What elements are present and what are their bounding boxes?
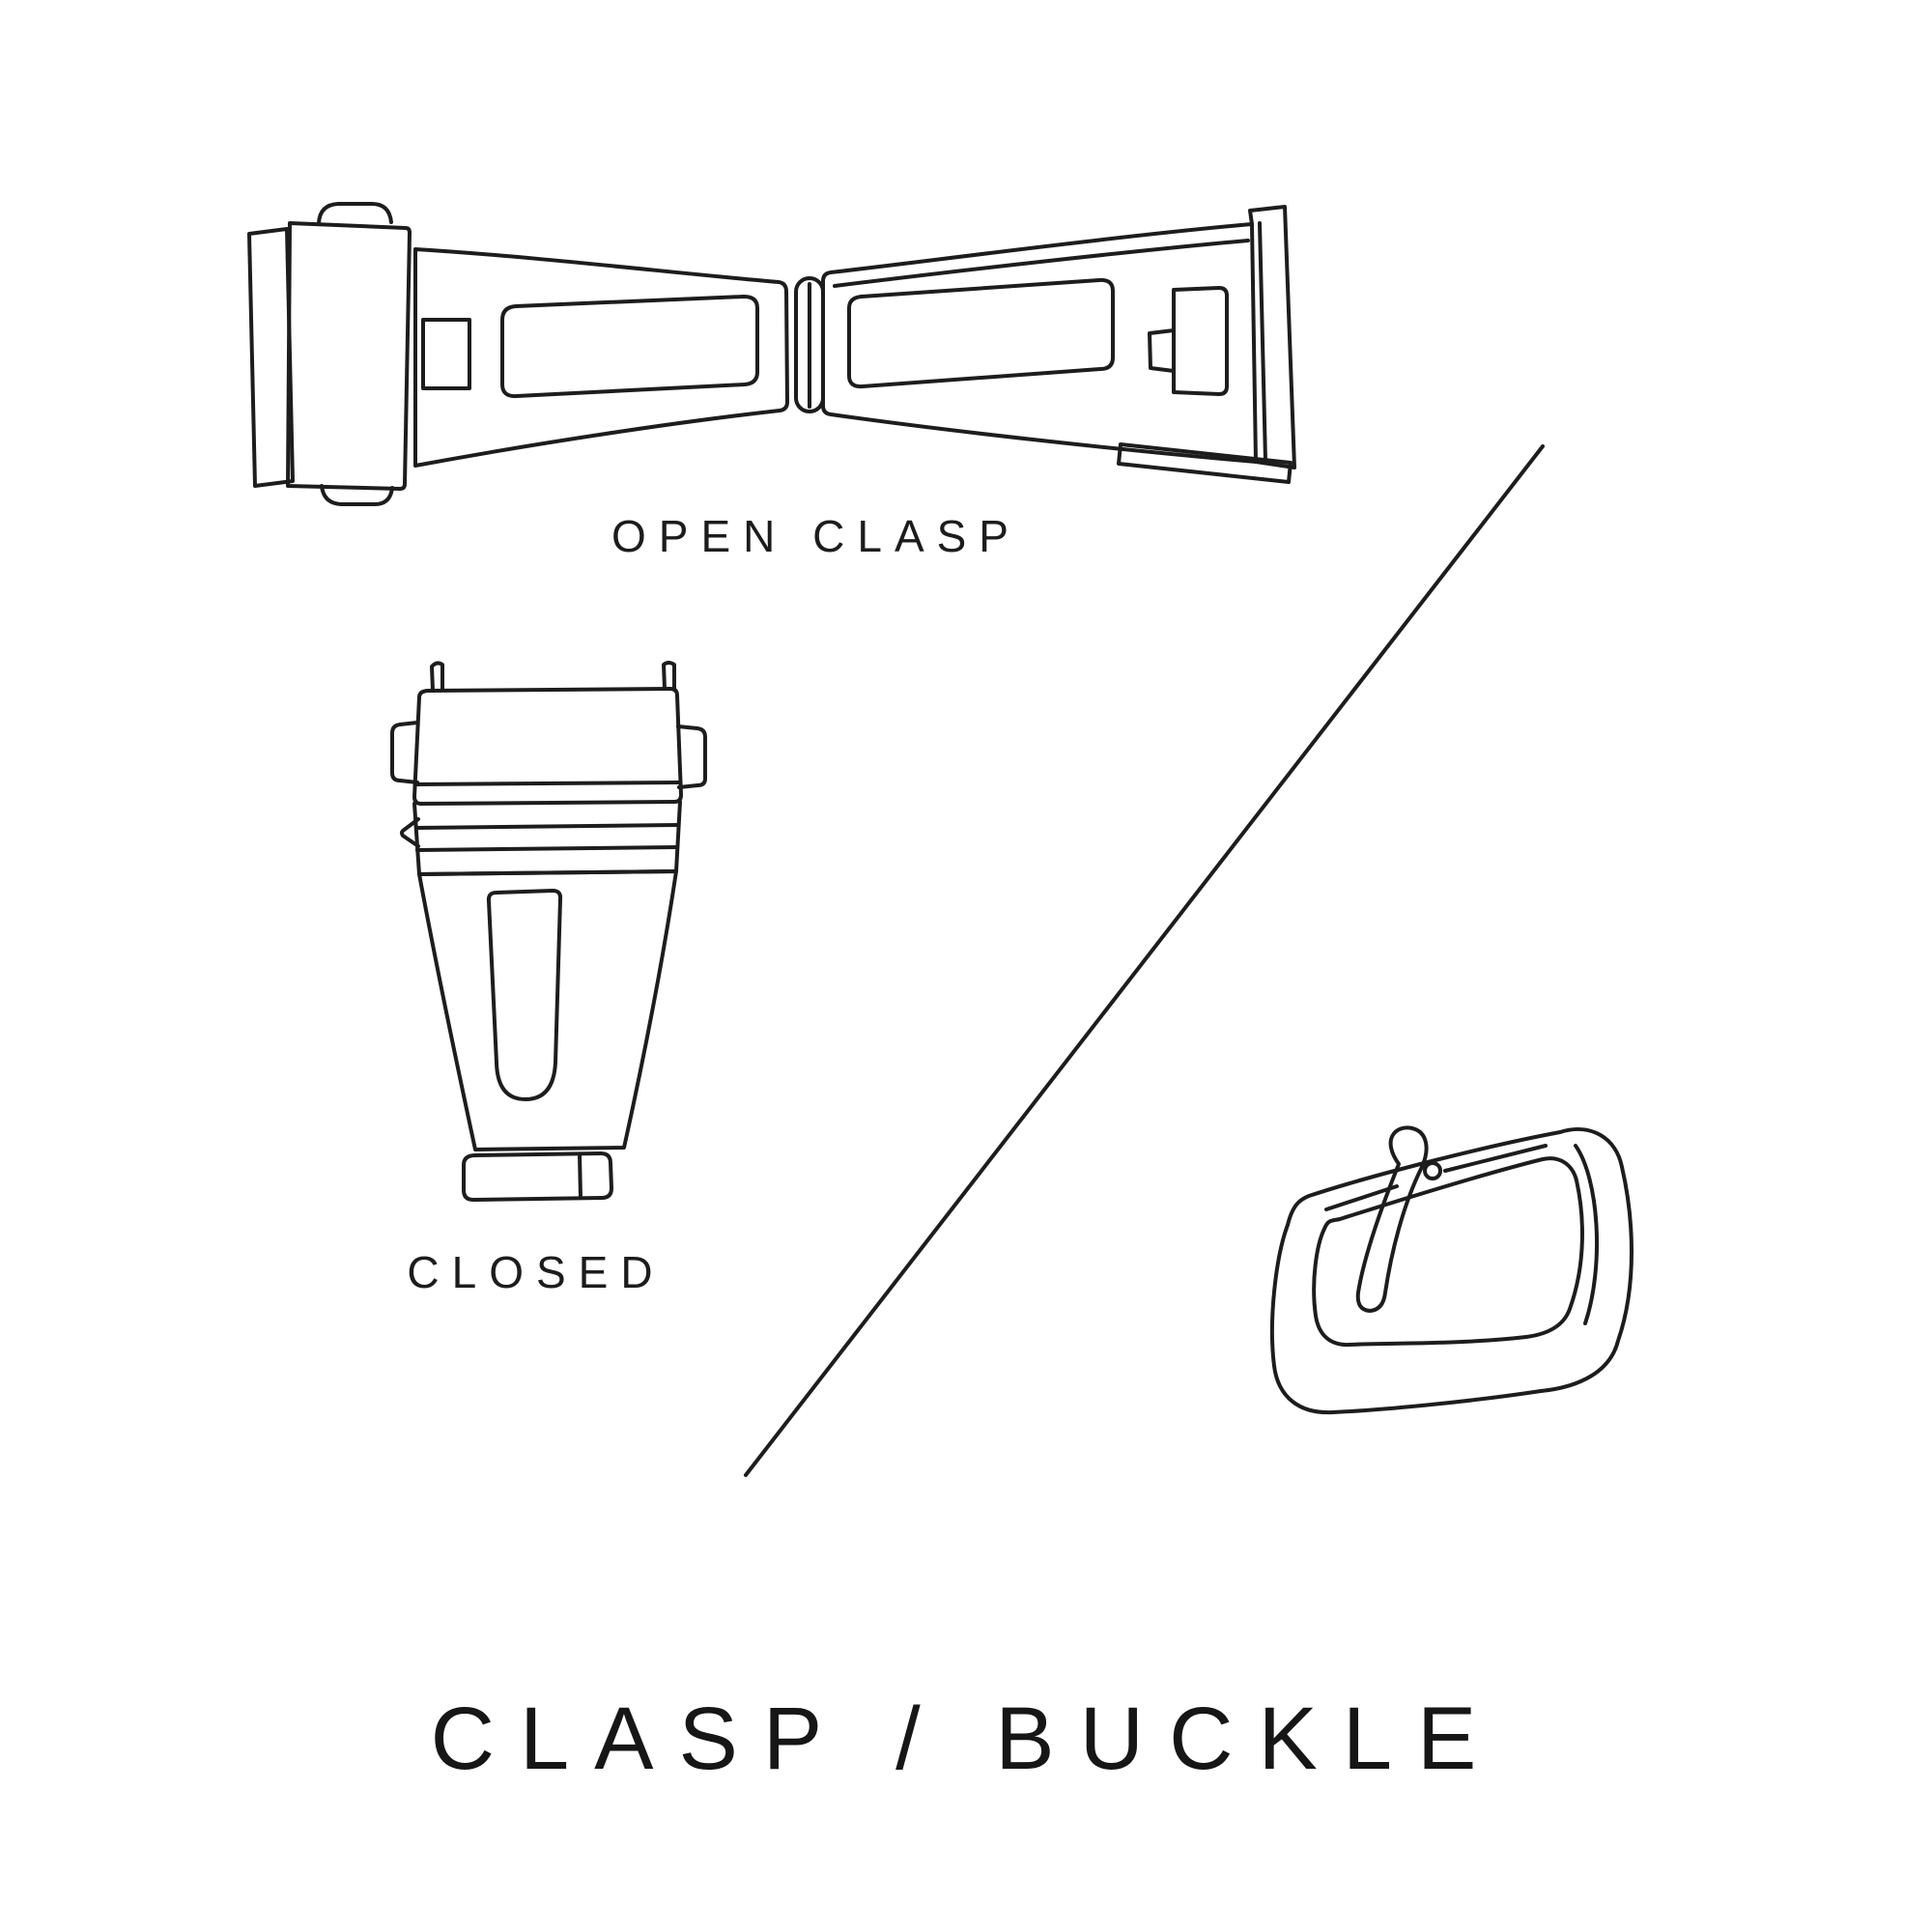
- divider-line: [744, 444, 1545, 1477]
- open-clasp-label: OPEN CLASP: [611, 511, 1021, 561]
- pin-buckle-illustration: [1269, 1125, 1634, 1415]
- open-clasp-illustration: [247, 202, 1296, 506]
- page-title: CLASP / BUCKLE: [430, 1690, 1502, 1788]
- closed-clasp-illustration: [390, 661, 707, 1202]
- closed-clasp-label: CLOSED: [407, 1247, 666, 1297]
